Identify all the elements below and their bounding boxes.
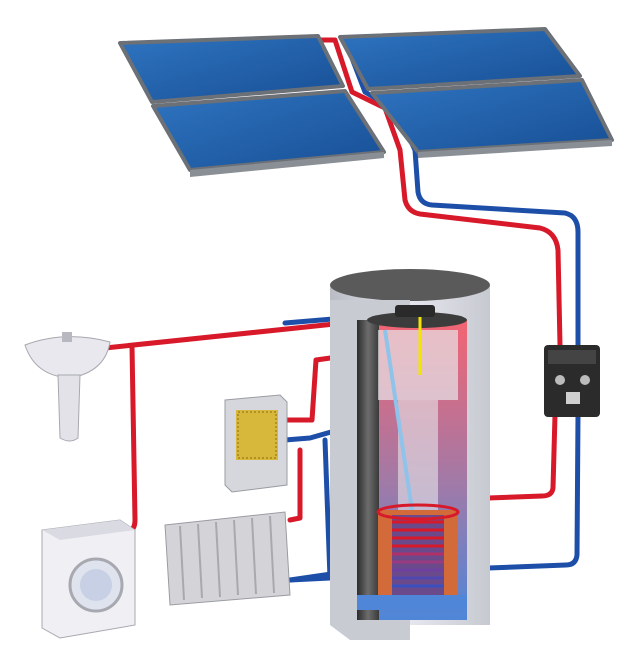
backup-boiler [224,394,288,493]
solar-panel [118,34,345,104]
collector-pipes [102,37,581,583]
hot-pipe-collector [315,37,563,348]
washing-machine [41,519,136,639]
heat-exchanger-coil [376,503,460,595]
cold-pipe-radiator [287,437,333,583]
washbasin [24,332,111,442]
solar-panel [370,78,614,154]
hot-pipe-radiator [287,447,303,523]
solar-panel [338,27,582,91]
hot-pipe-return [485,412,558,501]
hot-pipe-washer [125,343,138,535]
cold-pipe-collector [342,37,581,348]
radiator [164,511,291,606]
hot-water-storage-tank [330,269,490,640]
control-unit [544,345,600,417]
solar-collector-panels [118,27,614,172]
cold-pipe-return [485,412,581,571]
